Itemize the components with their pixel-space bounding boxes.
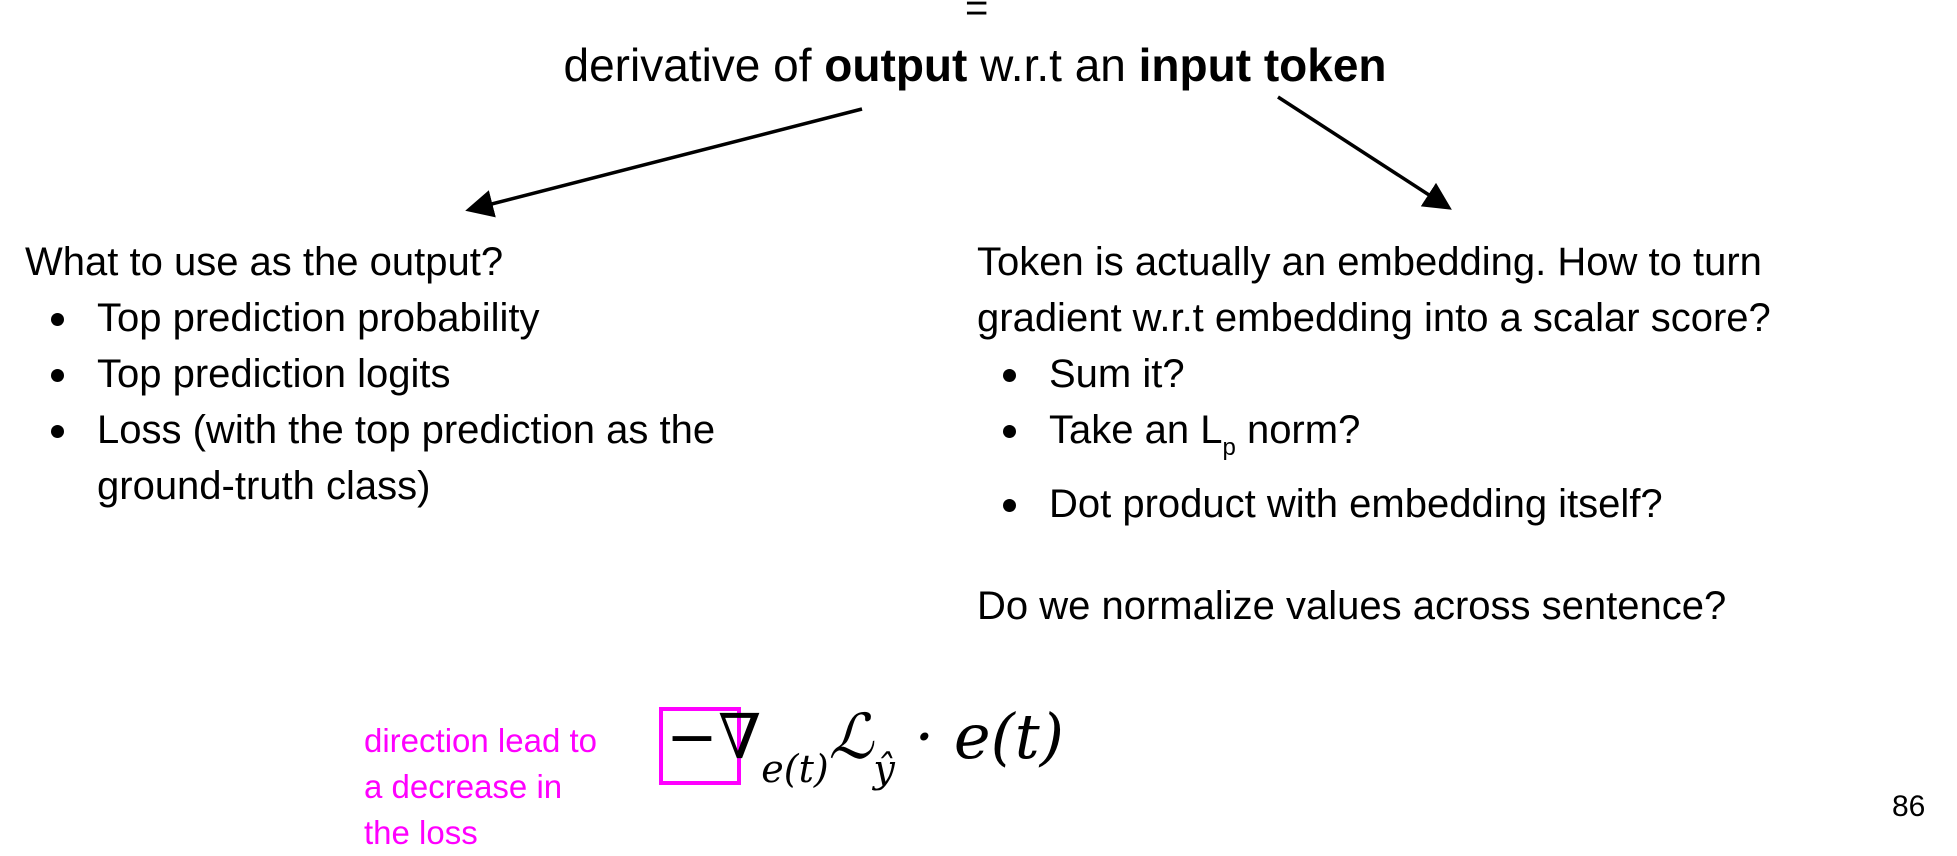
annotation-text: direction lead to a decrease in the loss <box>364 722 597 851</box>
list-item: Loss (with the top prediction as the <box>25 402 715 458</box>
output-options: What to use as the output? Top predictio… <box>25 234 715 514</box>
page-number: 86 <box>1892 790 1926 823</box>
equals-sign: = <box>965 0 989 30</box>
list-item: Take an Lp norm? <box>977 402 1771 476</box>
list-item: Top prediction logits <box>25 346 715 402</box>
annotation-box <box>659 707 741 785</box>
normalize-question: Do we normalize values across sentence? <box>977 584 1727 628</box>
title-text: w.r.t an <box>967 39 1139 91</box>
arrows <box>465 95 1452 218</box>
list-item: Sum it? <box>977 346 1771 402</box>
arrow-right <box>1277 95 1452 210</box>
score-options: Token is actually an embedding. How to t… <box>977 234 1771 532</box>
arrow-left <box>465 107 863 218</box>
output-question: What to use as the output? <box>25 240 504 284</box>
list-item: Dot product with embedding itself? <box>977 476 1771 532</box>
formula: −∇e(t)ℒŷ · e(t) <box>666 700 1064 791</box>
embedding-question: Token is actually an embedding. How to t… <box>977 240 1762 284</box>
list-item: Top prediction probability <box>25 290 715 346</box>
title-text: derivative of <box>563 39 825 91</box>
title-bold-output: output <box>824 39 968 91</box>
title-bold-input-token: input token <box>1138 39 1387 91</box>
slide-title: derivative of output w.r.t an input toke… <box>0 38 1950 92</box>
embedding-question-2: gradient w.r.t embedding into a scalar s… <box>977 296 1771 340</box>
list-item-continuation: ground-truth class) <box>97 464 431 508</box>
